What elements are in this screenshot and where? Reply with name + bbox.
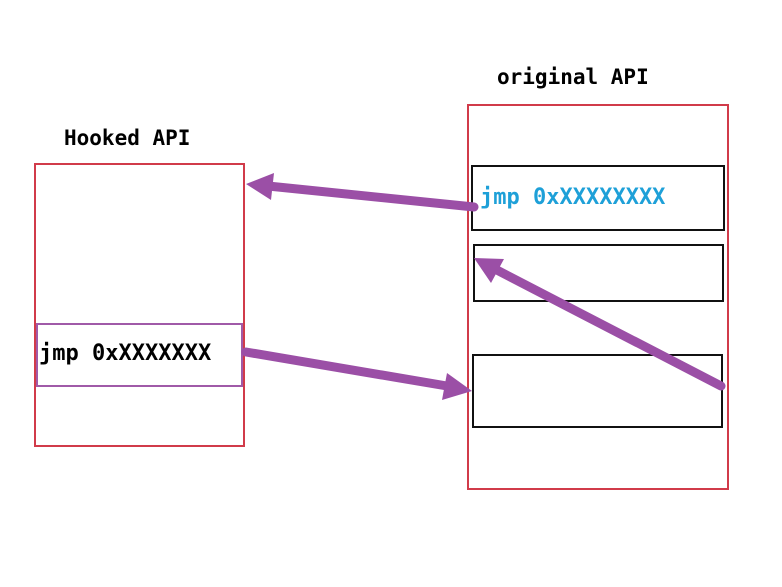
arrow-original-to-hooked [246,173,479,212]
arrow-hooked-to-original [241,347,472,400]
hooked-api-title: Hooked API [64,126,191,150]
original-code-slot-2 [473,244,724,302]
original-api-title: original API [497,65,649,89]
original-api-box [467,104,729,490]
hooked-jmp-instruction: jmp 0xXXXXXXX [39,341,212,366]
original-jmp-instruction: jmp 0xXXXXXXXX [480,185,666,210]
original-code-slot-3 [472,354,723,428]
hooked-api-box [34,163,245,447]
